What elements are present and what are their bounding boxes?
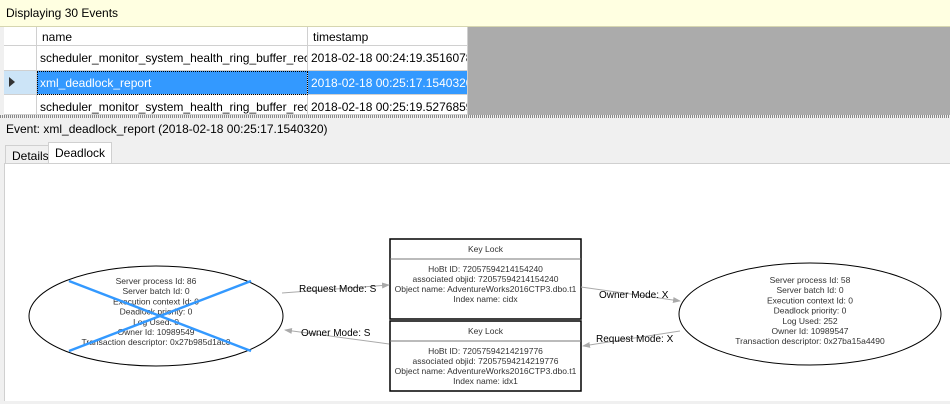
node-text-line: Object name: AdventureWorks2016CTP3.dbo.… bbox=[395, 366, 577, 376]
node-text-line: Log Used: 0 bbox=[133, 317, 179, 327]
table-cell-timestamp[interactable]: 2018-02-18 00:24:19.3516078 bbox=[308, 46, 468, 71]
edge-label: Request Mode: S bbox=[299, 284, 377, 295]
table-cell-name[interactable]: xml_deadlock_report bbox=[37, 71, 308, 95]
victim-cross-line bbox=[68, 279, 252, 353]
edge-victim-request bbox=[281, 282, 390, 294]
node-text-line: Server batch Id: 0 bbox=[776, 285, 843, 295]
node-text-line: Index name: idx1 bbox=[453, 376, 518, 386]
edge-process-request bbox=[582, 330, 681, 348]
splitter[interactable] bbox=[0, 115, 950, 118]
node-text-line: Execution context Id: 0 bbox=[113, 296, 199, 306]
node-text-line: Execution context Id: 0 bbox=[767, 295, 853, 305]
node-text-line: HoBt ID: 72057594214219776 bbox=[428, 346, 543, 356]
edge-victim-owner bbox=[284, 327, 390, 345]
node-text-line: Key Lock bbox=[468, 244, 504, 254]
table-cell-name[interactable]: scheduler_monitor_system_health_ring_buf… bbox=[37, 46, 308, 71]
row-header[interactable] bbox=[4, 46, 37, 71]
edge-process-owner bbox=[580, 286, 681, 303]
node-text-line: Server process Id: 86 bbox=[116, 276, 197, 286]
node-text-line: Index name: cidx bbox=[453, 294, 518, 304]
row-header[interactable] bbox=[4, 95, 37, 115]
row-header-selected[interactable] bbox=[4, 71, 37, 95]
node-text-line: Server batch Id: 0 bbox=[122, 286, 189, 296]
table-cell-timestamp[interactable]: 2018-02-18 00:25:17.1540320 bbox=[308, 71, 468, 95]
table-cell-name[interactable]: scheduler_monitor_system_health_ring_buf… bbox=[37, 95, 308, 115]
table-cell-timestamp[interactable]: 2018-02-18 00:25:19.5276859 bbox=[308, 95, 468, 115]
column-header-name[interactable]: name bbox=[37, 27, 308, 46]
column-header-timestamp[interactable]: timestamp bbox=[308, 27, 468, 46]
corner-header bbox=[4, 27, 37, 46]
node-text-line: Owner Id: 10989547 bbox=[771, 326, 848, 336]
events-grid[interactable]: name timestamp scheduler_monitor_system_… bbox=[4, 27, 950, 115]
node-text-line: Log Used: 252 bbox=[782, 316, 838, 326]
status-bar: Displaying 30 Events bbox=[0, 0, 950, 27]
node-text-line: associated objid: 72057594214219776 bbox=[412, 356, 558, 366]
node-text-line: Server process Id: 58 bbox=[770, 275, 851, 285]
node-text-line: HoBt ID: 72057594214154240 bbox=[428, 264, 543, 274]
node-text-line: Transaction descriptor: 0x27b985d1ac0 bbox=[82, 337, 231, 347]
node-text-line: Transaction descriptor: 0x27ba15a4490 bbox=[735, 336, 885, 346]
node-text-line: Object name: AdventureWorks2016CTP3.dbo.… bbox=[395, 284, 577, 294]
edge-label: Owner Mode: X bbox=[599, 290, 669, 301]
tab-deadlock[interactable]: Deadlock bbox=[48, 142, 113, 164]
node-text-line: Deadlock priority: 0 bbox=[774, 306, 847, 316]
edge-label: Owner Mode: S bbox=[301, 328, 371, 339]
node-text-line: Deadlock priority: 0 bbox=[120, 307, 193, 317]
node-text-line: associated objid: 72057594214154240 bbox=[412, 274, 558, 284]
event-count: Displaying 30 Events bbox=[6, 6, 119, 20]
event-label: Event: xml_deadlock_report (2018-02-18 0… bbox=[6, 122, 328, 136]
current-row-arrow-icon bbox=[9, 77, 15, 87]
node-text-line: Owner Id: 10989549 bbox=[117, 327, 194, 337]
edge-label: Request Mode: X bbox=[596, 334, 674, 345]
node-text-line: Key Lock bbox=[468, 326, 504, 336]
